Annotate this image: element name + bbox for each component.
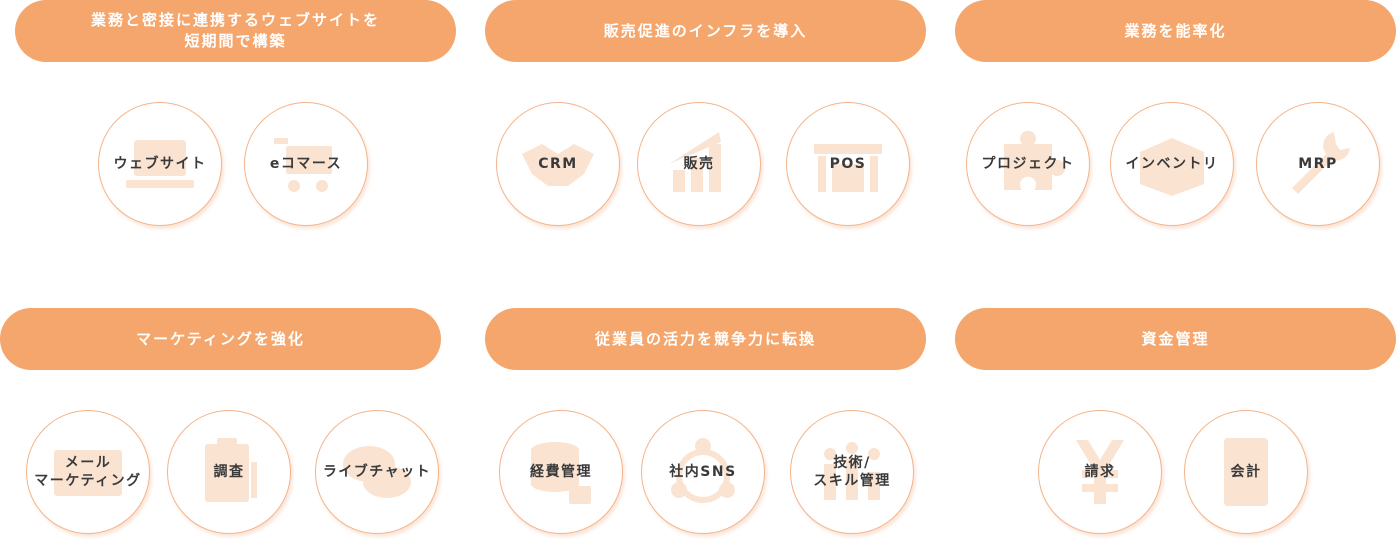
app-label: 請求 xyxy=(1084,464,1116,480)
box-icon xyxy=(1140,138,1204,196)
app-label: 販売 xyxy=(683,156,715,172)
app-label: 技術/ スキル管理 xyxy=(813,455,891,489)
wrench-icon xyxy=(1292,132,1350,194)
chat-icon xyxy=(343,446,411,498)
app-social-network[interactable]: 社内SNS xyxy=(641,410,765,534)
database-lock-icon xyxy=(531,442,591,504)
app-label: メール マーケティング xyxy=(34,455,142,489)
store-icon xyxy=(814,144,882,192)
app-label: 経費管理 xyxy=(530,464,592,480)
app-label: 社内SNS xyxy=(669,464,737,480)
app-invoicing[interactable]: 請求 xyxy=(1038,410,1162,534)
category-header-employees: 従業員の活力を競争力に転換 xyxy=(485,308,926,370)
app-label: プロジェクト xyxy=(981,156,1075,172)
app-label: MRP xyxy=(1298,156,1338,172)
app-label: CRM xyxy=(538,156,578,172)
bar-chart-icon xyxy=(669,132,721,192)
app-mrp[interactable]: MRP xyxy=(1256,102,1380,226)
app-label: ウェブサイト xyxy=(113,156,207,172)
app-label: eコマース xyxy=(269,156,343,172)
app-label: 会計 xyxy=(1230,464,1262,480)
mail-icon xyxy=(54,450,122,496)
app-label: POS xyxy=(829,156,867,172)
yen-icon xyxy=(1076,440,1124,504)
app-expenses[interactable]: 経費管理 xyxy=(499,410,623,534)
category-header-website: 業務と密接に連携するウェブサイトを 短期間で構築 xyxy=(15,0,456,62)
cart-icon xyxy=(274,138,332,192)
people-chart-icon xyxy=(824,442,880,500)
app-skills[interactable]: 技術/ スキル管理 xyxy=(790,410,914,534)
app-sales[interactable]: 販売 xyxy=(637,102,761,226)
app-label: 調査 xyxy=(213,464,245,480)
app-label: インベントリ xyxy=(1125,156,1219,172)
app-accounting[interactable]: 会計 xyxy=(1184,410,1308,534)
app-website[interactable]: ウェブサイト xyxy=(98,102,222,226)
app-survey[interactable]: 調査 xyxy=(167,410,291,534)
app-project[interactable]: プロジェクト xyxy=(966,102,1090,226)
app-pos[interactable]: POS xyxy=(786,102,910,226)
laptop-icon xyxy=(126,140,194,188)
network-icon xyxy=(671,438,735,503)
category-header-sales: 販売促進のインフラを導入 xyxy=(485,0,926,62)
app-email-marketing[interactable]: メール マーケティング xyxy=(26,410,150,534)
category-header-operations: 業務を能率化 xyxy=(955,0,1396,62)
clipboard-icon xyxy=(205,438,257,502)
handshake-icon xyxy=(522,144,594,186)
app-label: ライブチャット xyxy=(322,464,432,480)
app-live-chat[interactable]: ライブチャット xyxy=(315,410,439,534)
app-crm[interactable]: CRM xyxy=(496,102,620,226)
category-header-finance: 資金管理 xyxy=(955,308,1396,370)
calculator-icon xyxy=(1224,438,1268,506)
puzzle-icon xyxy=(1004,130,1066,190)
app-ecommerce[interactable]: eコマース xyxy=(244,102,368,226)
category-header-marketing: マーケティングを強化 xyxy=(0,308,441,370)
app-inventory[interactable]: インベントリ xyxy=(1110,102,1234,226)
